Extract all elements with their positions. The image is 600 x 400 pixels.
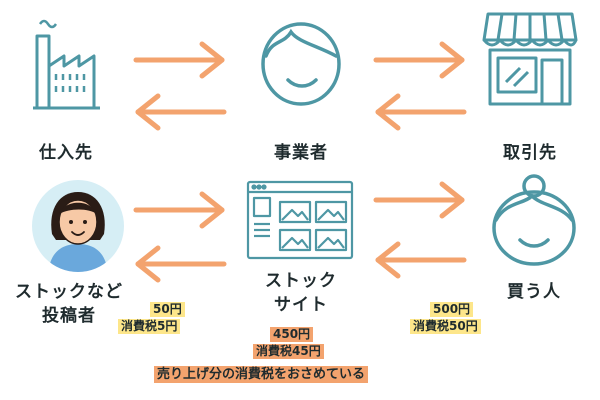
buyer-person-icon [484, 174, 584, 266]
arrow-business-to-client [372, 40, 468, 80]
factory-icon [30, 10, 102, 110]
arrow-client-to-business [372, 92, 468, 132]
right-price-note: 500円 [430, 302, 474, 317]
arrow-buyer-to-stock-site [372, 240, 468, 280]
client-label: 取引先 [503, 143, 557, 163]
arrow-stock-site-to-buyer [372, 180, 468, 220]
left-price-note: 50円 [150, 302, 185, 317]
website-layout-icon [246, 180, 354, 260]
contributor-label-2: 投稿者 [42, 306, 96, 326]
arrow-contributor-to-stock-site [132, 190, 228, 230]
contributor-avatar-icon [30, 178, 126, 274]
buyer-label: 買う人 [507, 282, 561, 302]
business-label: 事業者 [274, 143, 328, 163]
center-price-note: 450円 [270, 327, 314, 342]
right-tax-note: 消費税50円 [410, 319, 481, 334]
stock-site-label: ストック [265, 271, 337, 291]
arrow-business-to-supplier [132, 92, 228, 132]
shop-icon [480, 10, 580, 108]
left-tax-note: 消費税5円 [118, 319, 181, 334]
center-tax-note: 消費税45円 [253, 344, 324, 359]
contributor-label: ストックなど [15, 282, 123, 302]
arrow-supplier-to-business [132, 40, 228, 80]
stock-site-label-2: サイト [274, 295, 328, 315]
arrow-stock-site-to-contributor [132, 244, 228, 284]
business-person-icon [258, 18, 344, 108]
supplier-label: 仕入先 [39, 143, 93, 163]
center-note: 売り上げ分の消費税をおさめている [154, 366, 369, 383]
